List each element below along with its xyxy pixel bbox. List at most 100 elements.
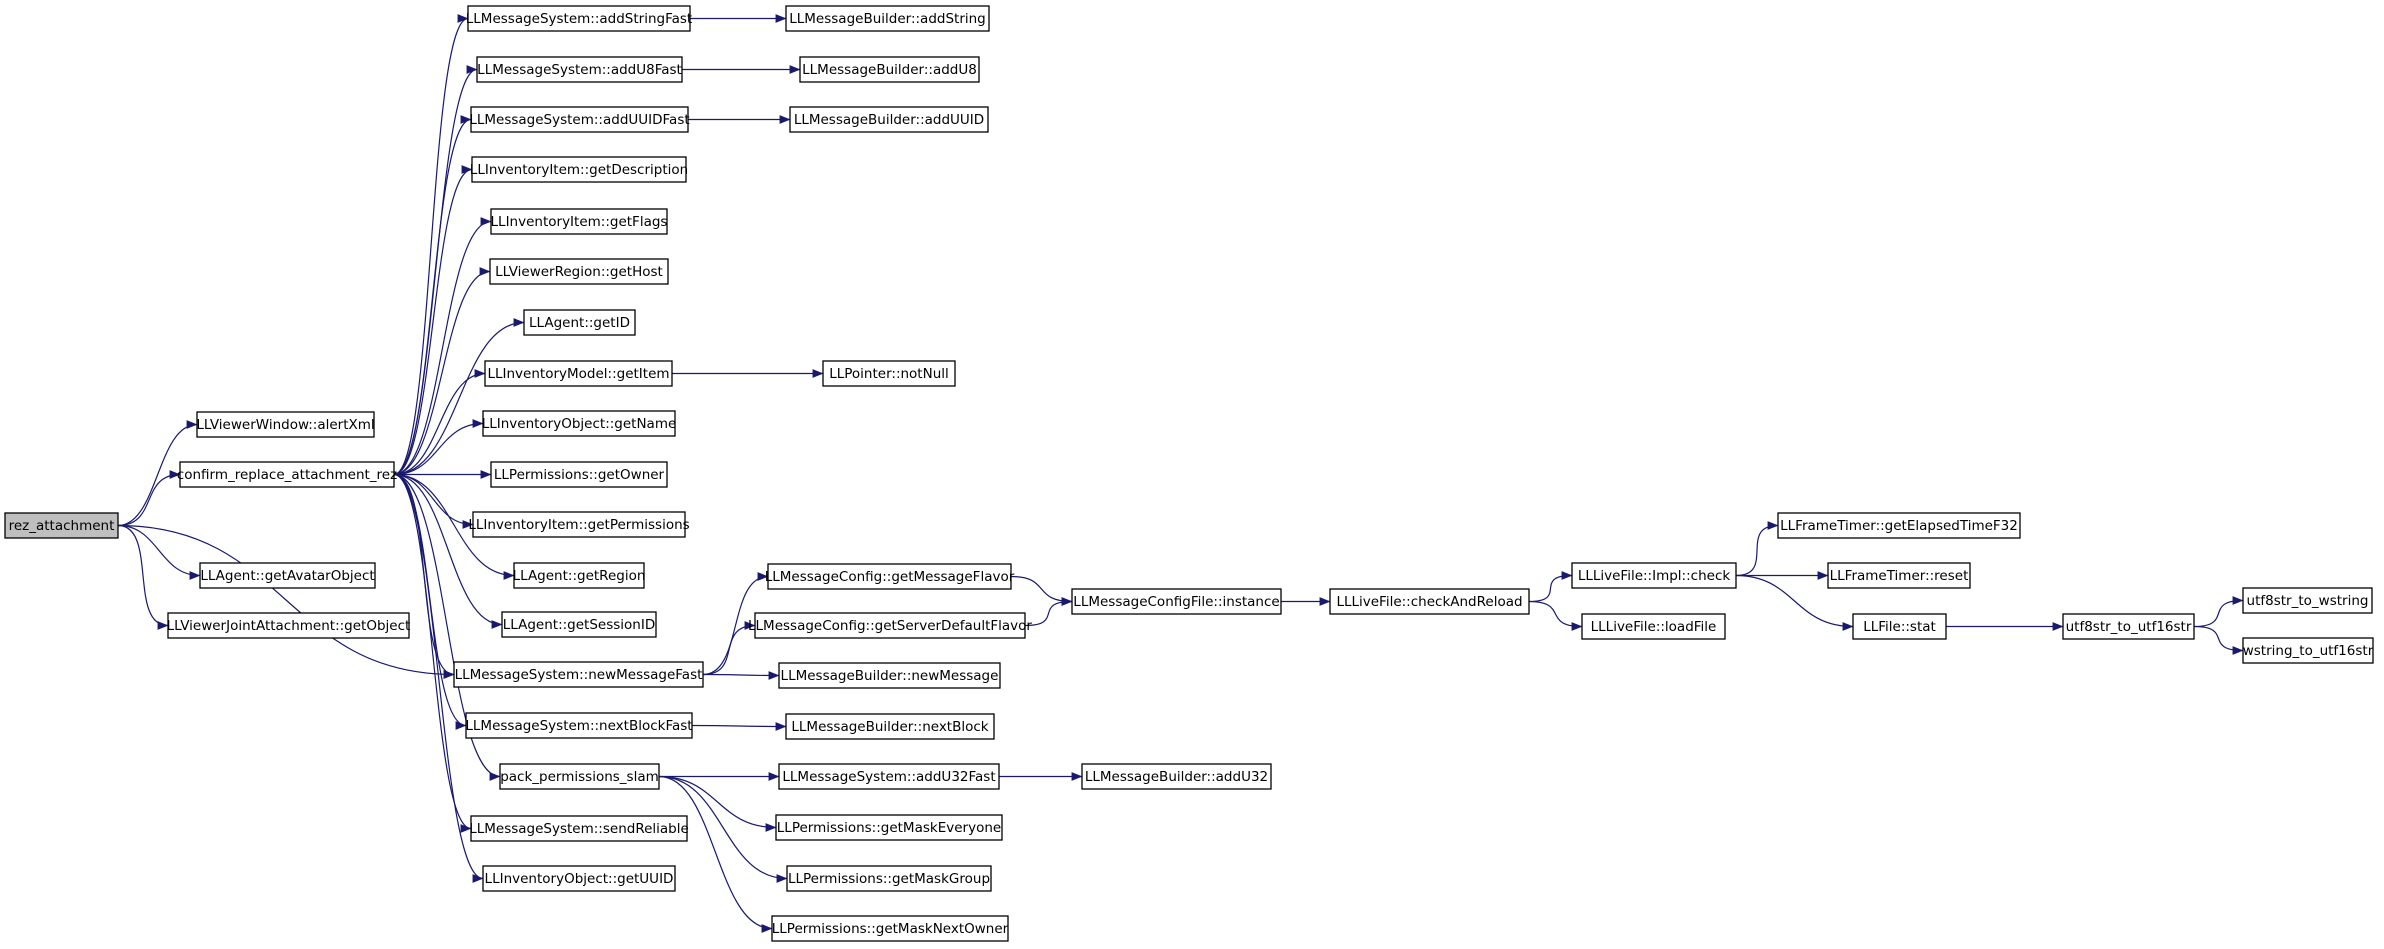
edge-rez_attachment-to-getAvatarObject (117, 524, 201, 580)
node-label: LLMessageSystem::addUUIDFast (469, 112, 689, 128)
edge-nextBlockFast-to-mbNextBlock (691, 722, 787, 731)
node-label: LLFrameTimer::getElapsedTimeF32 (1780, 518, 2018, 534)
edge-getMessageFlavor-to-instance (1010, 575, 1073, 606)
graph-node-getSessionID[interactable]: LLAgent::getSessionID (501, 611, 657, 638)
node-box (822, 360, 956, 387)
edge-newMessageFast-to-getServerDefaultFlavor (702, 621, 756, 676)
graph-node-ftReset[interactable]: LLFrameTimer::reset (1827, 562, 1971, 589)
graph-node-getName[interactable]: LLInventoryObject::getName (482, 410, 677, 437)
node-label: LLMessageSystem::addU32Fast (782, 769, 995, 785)
graph-node-mbAddU8[interactable]: LLMessageBuilder::addU8 (799, 56, 980, 83)
graph-node-getObject[interactable]: LLViewerJointAttachment::getObject (167, 612, 411, 639)
node-label: wstring_to_utf16str (2243, 643, 2374, 659)
graph-node-getMaskGroup[interactable]: LLPermissions::getMaskGroup (786, 865, 992, 892)
graph-node-getDescription[interactable]: LLInventoryItem::getDescription (470, 156, 688, 183)
graph-node-newMessageFast[interactable]: LLMessageSystem::newMessageFast (453, 661, 704, 688)
graph-node-getMaskNextOwner[interactable]: LLPermissions::getMaskNextOwner (771, 915, 1009, 942)
edges-layer (117, 14, 2244, 933)
graph-node-mbAddString[interactable]: LLMessageBuilder::addString (785, 5, 990, 32)
node-box (523, 309, 636, 336)
graph-node-getElapsed[interactable]: LLFrameTimer::getElapsedTimeF32 (1777, 512, 2021, 539)
graph-node-alertXml[interactable]: LLViewerWindow::alertXml (196, 411, 375, 438)
graph-node-mbNewMessage[interactable]: LLMessageBuilder::newMessage (778, 662, 1001, 689)
node-box (470, 106, 689, 133)
node-label: LLInventoryObject::getName (482, 416, 677, 432)
edge-utf8to16-to-utf8toW (2193, 596, 2244, 628)
node-box (489, 258, 669, 285)
node-box (1071, 588, 1282, 615)
graph-node-getPermissions[interactable]: LLInventoryItem::getPermissions (468, 511, 690, 538)
node-box (1852, 613, 1947, 640)
node-box (789, 106, 989, 133)
graph-node-rez_attachment[interactable]: rez_attachment (4, 512, 119, 539)
graph-node-mbAddU32[interactable]: LLMessageBuilder::addU32 (1081, 763, 1272, 790)
node-box (778, 763, 1000, 790)
node-box (513, 562, 645, 589)
graph-node-utf8to16[interactable]: utf8str_to_utf16str (2062, 613, 2195, 640)
node-box (778, 662, 1001, 689)
graph-node-getOwner[interactable]: LLPermissions::getOwner (490, 461, 668, 488)
graph-node-getMaskEveryone[interactable]: LLPermissions::getMaskEveryone (775, 814, 1003, 841)
graph-node-packPerm[interactable]: pack_permissions_slam (499, 763, 660, 790)
edge-confirm-to-getDescription (393, 165, 473, 476)
graph-node-fileStat[interactable]: LLFile::stat (1852, 613, 1947, 640)
edge-confirm-to-getName (393, 419, 484, 476)
node-box (1571, 562, 1737, 589)
edge-packPerm-to-getMaskGroup (658, 775, 788, 883)
node-box (754, 612, 1026, 639)
graph-node-addUUIDFast[interactable]: LLMessageSystem::addUUIDFast (469, 106, 690, 133)
node-label: LLAgent::getSessionID (503, 617, 655, 633)
node-label: LLMessageBuilder::addU8 (802, 62, 977, 78)
node-box (482, 865, 676, 892)
node-label: rez_attachment (9, 518, 115, 534)
node-box (490, 208, 668, 235)
graph-node-confirm[interactable]: confirm_replace_attachment_rez (177, 461, 397, 488)
graph-node-addU32Fast[interactable]: LLMessageSystem::addU32Fast (778, 763, 1000, 790)
graph-node-utf8toW[interactable]: utf8str_to_wstring (2242, 587, 2373, 614)
node-label: LLAgent::getAvatarObject (200, 568, 374, 584)
node-box (2062, 613, 2195, 640)
edge-confirm-to-getHost (393, 267, 491, 476)
node-label: LLLiveFile::Impl::check (1578, 568, 1731, 584)
graph-node-getItem[interactable]: LLInventoryModel::getItem (484, 360, 673, 387)
node-label: utf8str_to_wstring (2247, 593, 2369, 609)
node-box (465, 712, 693, 739)
node-box (1081, 763, 1272, 790)
graph-node-getAvatarObject[interactable]: LLAgent::getAvatarObject (199, 562, 376, 589)
nodes-layer: rez_attachment LLViewerWindow::alertXmlco… (4, 5, 2374, 942)
node-box (196, 411, 375, 438)
graph-node-wstrTo16[interactable]: wstring_to_utf16str (2242, 637, 2374, 664)
node-label: LLFrameTimer::reset (1830, 568, 1969, 584)
node-box (785, 5, 990, 32)
edge-confirm-to-getUUID (393, 473, 484, 883)
graph-node-notNull[interactable]: LLPointer::notNull (822, 360, 956, 387)
graph-node-getUUID[interactable]: LLInventoryObject::getUUID (482, 865, 676, 892)
graph-node-getHost[interactable]: LLViewerRegion::getHost (489, 258, 669, 285)
graph-node-instance[interactable]: LLMessageConfigFile::instance (1071, 588, 1282, 615)
graph-node-sendReliable[interactable]: LLMessageSystem::sendReliable (469, 815, 689, 842)
node-box (490, 461, 668, 488)
graph-node-implCheck[interactable]: LLLiveFile::Impl::check (1571, 562, 1737, 589)
graph-node-loadFile[interactable]: LLLiveFile::loadFile (1581, 613, 1726, 640)
graph-node-getMessageFlavor[interactable]: LLMessageConfig::getMessageFlavor (765, 563, 1015, 590)
graph-node-addStringFast[interactable]: LLMessageSystem::addStringFast (466, 5, 692, 32)
node-label: LLAgent::getID (529, 315, 630, 331)
edge-checkAndReload-to-implCheck (1528, 571, 1573, 603)
node-box (771, 915, 1009, 942)
graph-node-mbNextBlock[interactable]: LLMessageBuilder::nextBlock (785, 713, 995, 740)
graph-node-nextBlockFast[interactable]: LLMessageSystem::nextBlockFast (465, 712, 693, 739)
graph-node-mbAddUUID[interactable]: LLMessageBuilder::addUUID (789, 106, 989, 133)
graph-node-addU8Fast[interactable]: LLMessageSystem::addU8Fast (476, 56, 683, 83)
edge-checkAndReload-to-loadFile (1528, 600, 1583, 631)
graph-node-getRegion[interactable]: LLAgent::getRegion (513, 562, 646, 589)
graph-node-getServerDefaultFlavor[interactable]: LLMessageConfig::getServerDefaultFlavor (748, 612, 1032, 639)
graph-node-getID[interactable]: LLAgent::getID (523, 309, 636, 336)
graph-node-checkAndReload[interactable]: LLLiveFile::checkAndReload (1329, 588, 1530, 615)
node-label: LLMessageSystem::sendReliable (469, 821, 689, 837)
node-box (470, 815, 688, 842)
node-label: LLMessageConfig::getServerDefaultFlavor (748, 618, 1032, 634)
node-box (2242, 587, 2373, 614)
graph-node-getFlags[interactable]: LLInventoryItem::getFlags (490, 208, 668, 235)
node-label: LLMessageSystem::nextBlockFast (465, 718, 692, 734)
node-label: LLLiveFile::checkAndReload (1336, 594, 1522, 610)
